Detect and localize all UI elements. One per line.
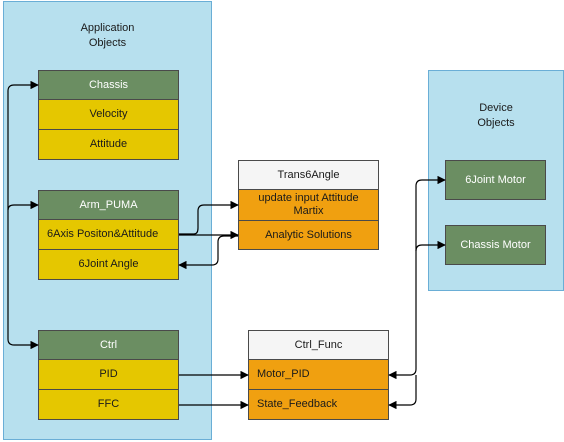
arm-6joint-angle[interactable]: 6Joint Angle	[38, 249, 179, 280]
ctrl-header[interactable]: Ctrl	[38, 330, 179, 360]
trans6angle-update-input[interactable]: update input Attitude Martix	[238, 189, 379, 221]
trans6angle-analytic-solutions[interactable]: Analytic Solutions	[238, 220, 379, 250]
arm-puma-header[interactable]: Arm_PUMA	[38, 190, 179, 220]
ctrl-func-header[interactable]: Ctrl_Func	[248, 330, 389, 360]
application-objects-title: Application Objects	[80, 22, 135, 49]
ctrl-pid[interactable]: PID	[38, 359, 179, 390]
device-chassis-motor[interactable]: Chassis Motor	[445, 225, 546, 265]
wire-state-feedback	[388, 375, 417, 410]
chassis-velocity[interactable]: Velocity	[38, 99, 179, 130]
trans6angle-header[interactable]: Trans6Angle	[238, 160, 379, 190]
device-6joint-motor[interactable]: 6Joint Motor	[445, 160, 546, 200]
ctrl-func-state-feedback[interactable]: State_Feedback	[248, 389, 389, 420]
chassis-header[interactable]: Chassis	[38, 70, 179, 100]
arm-6axis-position-attitude[interactable]: 6Axis Positon&Attitude	[38, 219, 179, 250]
ctrl-ffc[interactable]: FFC	[38, 389, 179, 420]
ctrl-func-motor-pid[interactable]: Motor_PID	[248, 359, 389, 390]
device-objects-title: Device Objects	[477, 102, 515, 129]
chassis-attitude[interactable]: Attitude	[38, 129, 179, 160]
